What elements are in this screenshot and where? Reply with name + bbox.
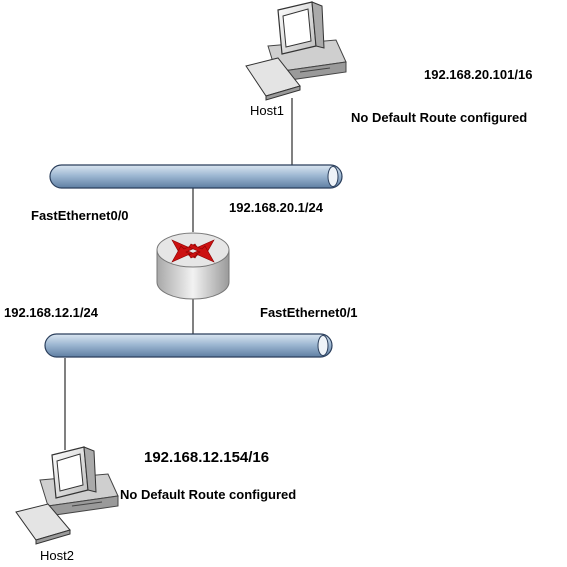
router-iface-top-ip-label: 192.168.20.1/24: [229, 200, 323, 215]
network-bus-bottom: [44, 333, 333, 358]
host1-name-label: Host1: [250, 103, 284, 118]
network-bus-top: [49, 164, 343, 189]
host2-route-note: No Default Route configured: [120, 487, 297, 502]
host2-name-label: Host2: [40, 548, 74, 563]
host1-route-note: No Default Route configured: [351, 110, 528, 125]
host2-ip-label: 192.168.12.154/16: [144, 449, 270, 466]
router-iface-top-label: FastEthernet0/0: [31, 208, 129, 223]
host2-computer-icon: [15, 446, 119, 545]
router-icon: [156, 232, 230, 300]
host1-ip-label: 192.168.20.101/16: [424, 67, 533, 82]
host1-computer-icon: [245, 1, 347, 101]
router-iface-bottom-ip-label: 192.168.12.1/24: [4, 305, 98, 320]
router-iface-bottom-label: FastEthernet0/1: [260, 305, 358, 320]
